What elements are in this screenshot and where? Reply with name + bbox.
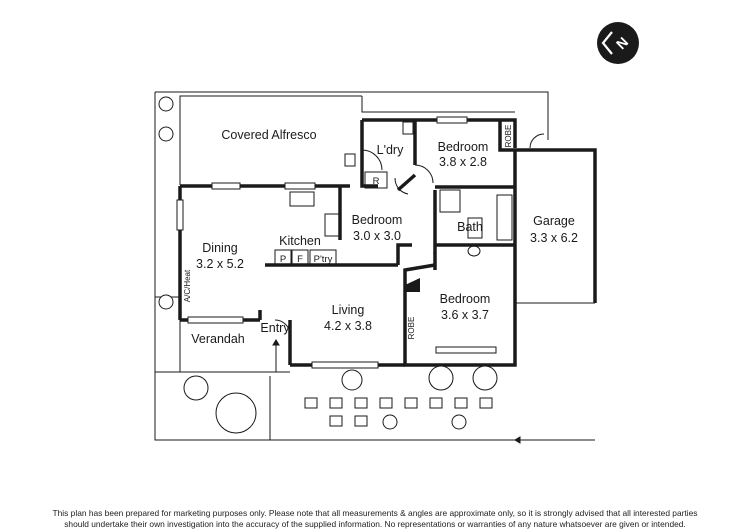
north-compass-icon: N bbox=[597, 22, 639, 64]
pantry-label: P'try bbox=[314, 254, 333, 265]
doors bbox=[274, 133, 545, 336]
entry-arrow-icons bbox=[272, 339, 590, 444]
tree-icons bbox=[158, 96, 498, 434]
living-label: Living bbox=[332, 303, 365, 317]
robe-fill bbox=[405, 278, 420, 292]
robe-bottom-label: ROBE bbox=[407, 317, 416, 340]
bath-label: Bath bbox=[457, 220, 483, 234]
robe-top-label: ROBE bbox=[504, 125, 513, 148]
site-boundary bbox=[154, 91, 595, 441]
bath-fixtures bbox=[439, 189, 513, 257]
windows bbox=[176, 116, 497, 369]
bedroom-top-label: Bedroom bbox=[438, 140, 489, 154]
laundry-label: L'dry bbox=[377, 143, 404, 157]
entry-label: Entry bbox=[260, 321, 290, 335]
pantry-p-label: P bbox=[280, 254, 286, 265]
living-size: 4.2 x 3.8 bbox=[324, 319, 372, 333]
dining-label: Dining bbox=[202, 241, 237, 255]
paver-squares bbox=[304, 397, 493, 427]
alfresco-label: Covered Alfresco bbox=[221, 128, 316, 142]
alfresco-outline bbox=[179, 95, 515, 185]
bedroom-mid-size: 3.0 x 3.0 bbox=[353, 229, 401, 243]
ac-heat-label: A/C/Heat bbox=[183, 269, 192, 302]
bedroom-bottom-size: 3.6 x 3.7 bbox=[441, 308, 489, 322]
garage-label: Garage bbox=[533, 214, 575, 228]
fridge-r-label: R bbox=[373, 176, 380, 187]
verandah-label: Verandah bbox=[191, 332, 245, 346]
garage-size: 3.3 x 6.2 bbox=[530, 231, 578, 245]
kitchen-label: Kitchen bbox=[279, 234, 321, 248]
kitchen-fixtures bbox=[274, 121, 414, 267]
fridge-f-label: F bbox=[297, 254, 303, 265]
bedroom-mid-label: Bedroom bbox=[352, 213, 403, 227]
disclaimer-line-1: This plan has been prepared for marketin… bbox=[52, 508, 698, 518]
dining-size: 3.2 x 5.2 bbox=[196, 257, 244, 271]
disclaimer-line-2: should undertake their own investigation… bbox=[64, 519, 686, 529]
bedroom-bottom-label: Bedroom bbox=[440, 292, 491, 306]
bedroom-top-size: 3.8 x 2.8 bbox=[439, 155, 487, 169]
